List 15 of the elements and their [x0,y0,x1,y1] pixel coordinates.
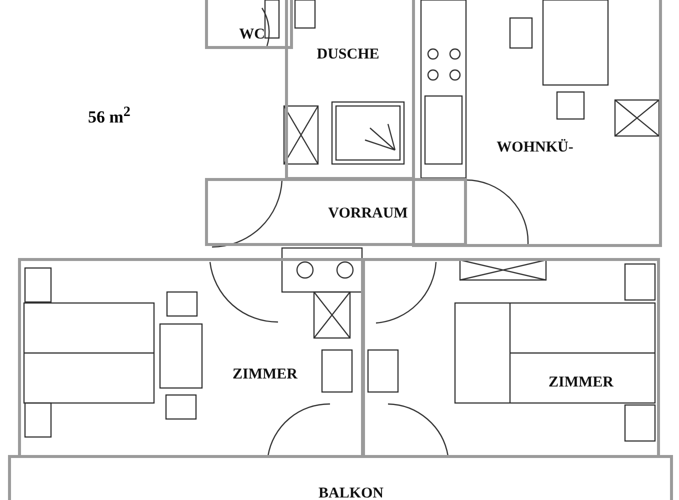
room-area [205,0,293,49]
room-area [285,0,415,180]
room-area [362,258,660,458]
room-label: DUSCHE [316,46,380,64]
room-label: VORRAUM [328,206,408,222]
room-label: ZIMMER [232,366,298,384]
room-area [412,0,662,247]
room-label: WOHNKÜ- [496,140,574,156]
room-area [205,178,467,246]
area-label: 56 m$^{2}$ [88,104,130,128]
room-area [8,455,673,500]
room-label: WC [239,26,265,44]
room-area [18,258,364,458]
room-label: BALKON [318,486,384,500]
room-label: ZIMMER [548,374,614,392]
